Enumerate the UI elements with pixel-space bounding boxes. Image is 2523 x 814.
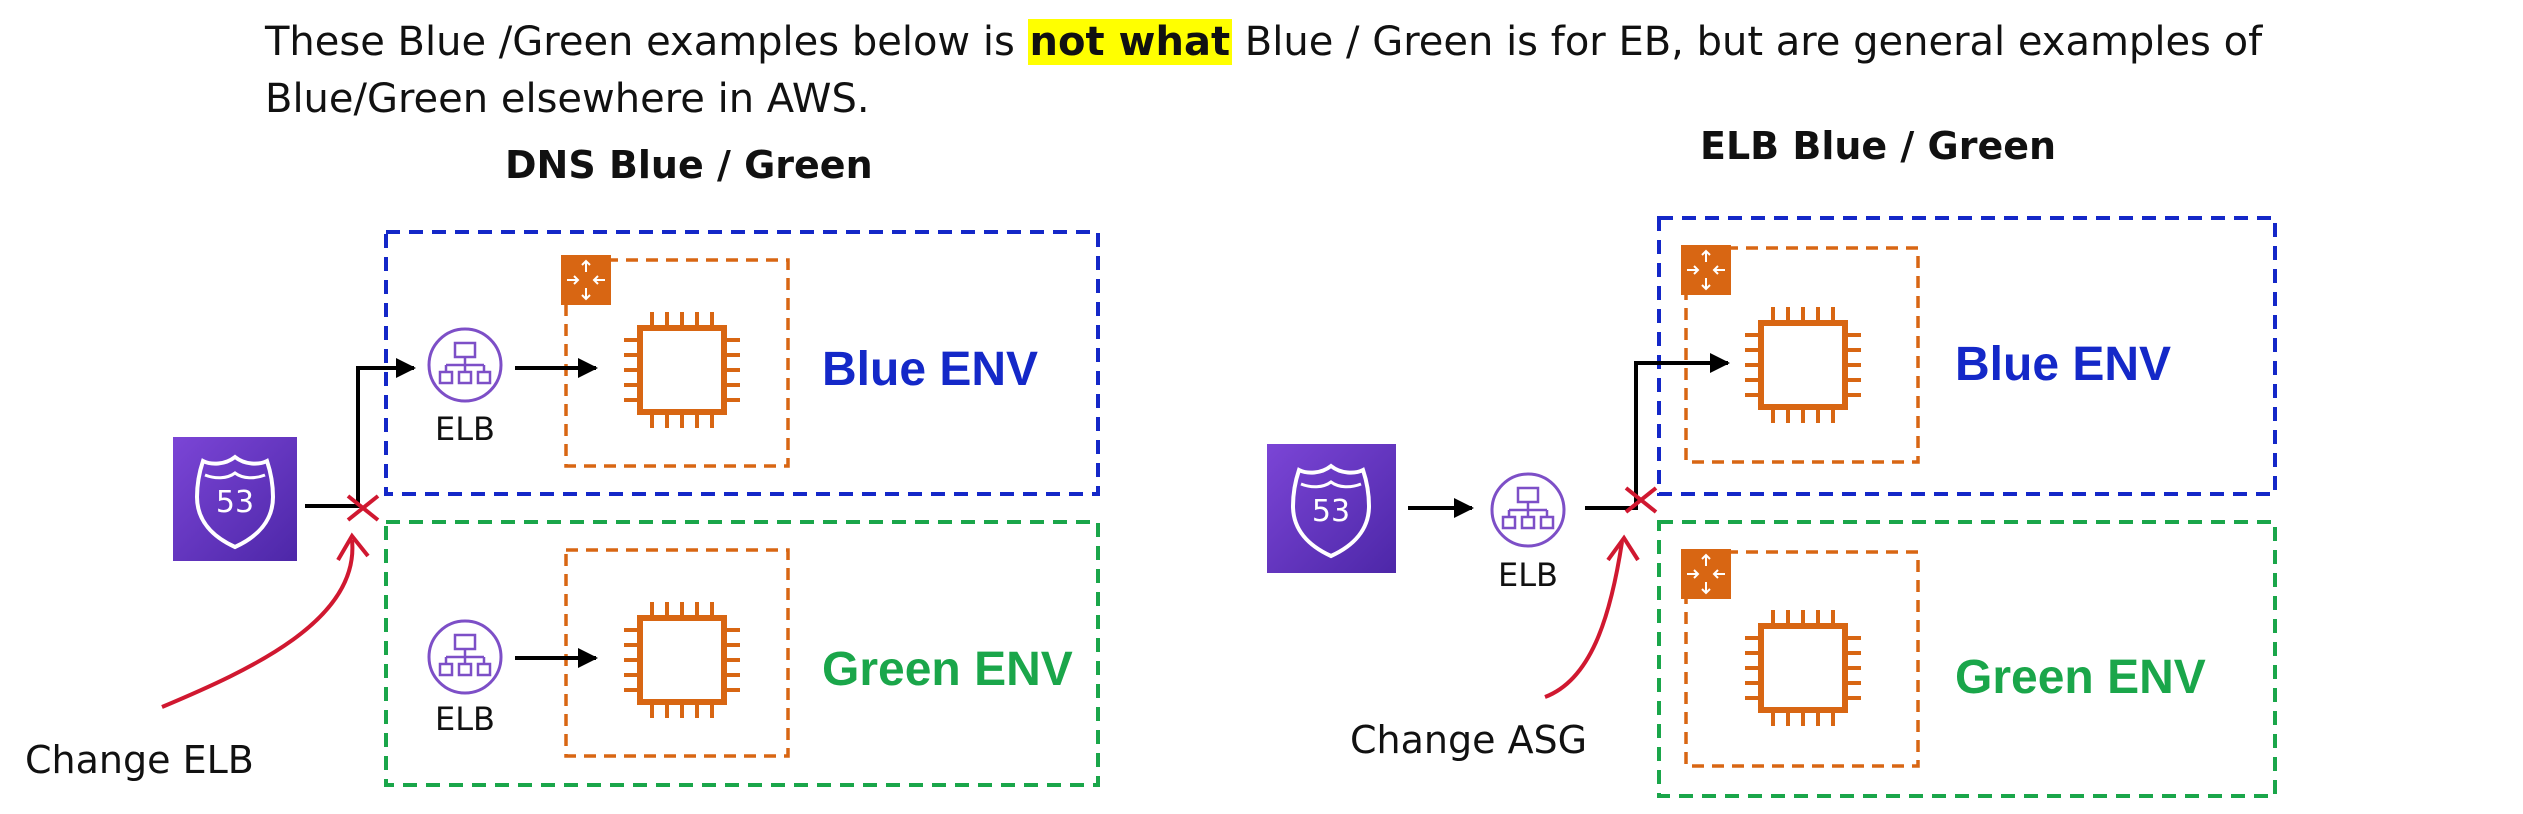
dns-green-env-label: Green ENV <box>822 643 1073 696</box>
intro-text-after: Blue / Green is for EB, but are general … <box>1232 19 2263 65</box>
dns-blue-asg-box <box>564 258 790 468</box>
dns-section-heading: DNS Blue / Green <box>505 143 873 187</box>
dns-blue-elb-icon <box>427 327 503 403</box>
elb-blue-env-box <box>1657 216 2277 496</box>
dns-blue-env-label: Blue ENV <box>822 343 1038 396</box>
elb-green-env-box <box>1657 520 2277 798</box>
dns-blue-ec2-icon <box>624 312 740 428</box>
elb-green-autoscaling-icon <box>1680 548 1732 600</box>
elb-blue-asg-box <box>1684 246 1920 464</box>
elb-green-env-label: Green ENV <box>1955 651 2206 704</box>
dns-route53-icon: 53 <box>173 437 297 561</box>
elb-blue-ec2-icon <box>1745 307 1861 423</box>
dns-green-asg-box <box>564 548 790 758</box>
dns-green-env-box <box>384 520 1100 787</box>
dns-route53-number: 53 <box>216 485 254 520</box>
intro-highlight: not what <box>1027 19 1233 65</box>
elb-change-marker <box>1544 486 1658 699</box>
intro-text: These Blue /Green examples below is not … <box>265 14 2265 128</box>
elb-load-balancer-label: ELB <box>1498 556 1558 594</box>
dns-change-marker <box>161 494 380 709</box>
elb-route53-icon: 53 <box>1267 444 1396 573</box>
elb-green-ec2-icon <box>1745 610 1861 726</box>
dns-green-ec2-icon <box>624 602 740 718</box>
elb-load-balancer-icon <box>1490 472 1566 548</box>
elb-route53-number: 53 <box>1312 494 1350 529</box>
dns-blue-elb-label: ELB <box>435 410 495 448</box>
elb-arrow-to-blue-ec2 <box>1585 353 1730 510</box>
dns-blue-env-box <box>384 230 1100 496</box>
intro-text-before: These Blue /Green examples below is <box>265 19 1028 65</box>
elb-section-heading: ELB Blue / Green <box>1700 124 2057 168</box>
intro-line2: Blue/Green elsewhere in AWS. <box>265 76 870 122</box>
change-elb-annotation: Change ELB <box>25 738 254 782</box>
dns-green-elb-icon <box>427 619 503 695</box>
dns-arrow-to-blue-elb <box>305 358 416 508</box>
elb-blue-env-label: Blue ENV <box>1955 338 2171 391</box>
change-asg-annotation: Change ASG <box>1350 718 1588 762</box>
dns-blue-autoscaling-icon <box>560 254 612 306</box>
elb-blue-autoscaling-icon <box>1680 244 1732 296</box>
dns-green-elb-label: ELB <box>435 700 495 738</box>
elb-green-asg-box <box>1684 550 1920 768</box>
